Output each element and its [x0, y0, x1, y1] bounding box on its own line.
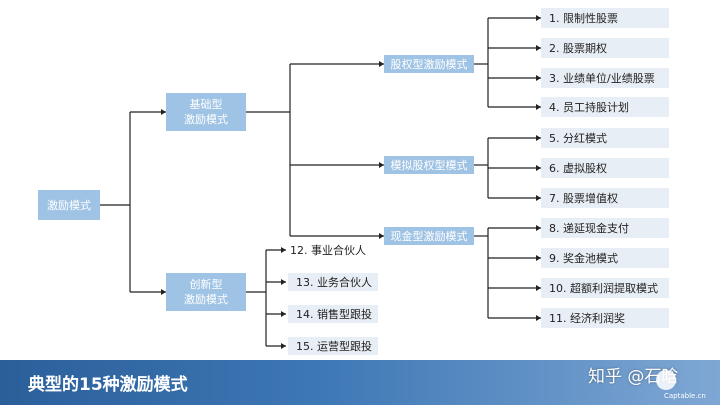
leaf-item: 2. 股票期权 [541, 38, 669, 58]
leaf-item: 12. 事业合伙人 [290, 244, 366, 257]
footer-title: 典型的15种激励模式 [28, 375, 188, 395]
leaf-item: 14. 销售型跟投 [288, 305, 378, 323]
root-label: 激励模式 [47, 198, 91, 212]
leaf-item: 13. 业务合伙人 [288, 273, 378, 291]
leaf-item: 15. 运营型跟投 [288, 337, 378, 355]
leaf-item: 11. 经济利润奖 [541, 308, 669, 328]
leaf-item: 7. 股票增值权 [541, 188, 669, 208]
watermark-text: 知乎 @石晗 [588, 367, 679, 387]
footer-bar: 典型的15种激励模式 [0, 360, 720, 405]
leaf-item: 9. 奖金池模式 [541, 248, 669, 268]
leaf-item: 10. 超额利润提取模式 [541, 278, 669, 298]
leaf-item: 1. 限制性股票 [541, 8, 669, 28]
category-equity: 股权型激励模式 [384, 55, 474, 73]
leaf-item: 8. 递延现金支付 [541, 218, 669, 238]
leaf-item: 3. 业绩单位/业绩股票 [541, 68, 669, 88]
branch-basic: 基础型 激励模式 [166, 93, 246, 131]
root-node: 激励模式 [38, 190, 100, 220]
branch-innovative: 创新型 激励模式 [166, 273, 246, 311]
category-equity-label: 股权型激励模式 [390, 57, 468, 71]
branch-innovative-label: 创新型 激励模式 [184, 278, 228, 306]
branch-basic-label: 基础型 激励模式 [184, 98, 228, 126]
logo-caption: Captable.cn [664, 392, 706, 400]
leaf-item: 4. 员工持股计划 [541, 97, 669, 117]
category-mixed-label: 现金型激励模式 [390, 229, 468, 243]
captable-logo-icon [656, 370, 676, 390]
category-virtual: 模拟股权型模式 [384, 156, 474, 174]
leaf-item: 6. 虚拟股权 [541, 158, 669, 178]
category-mixed: 现金型激励模式 [384, 227, 474, 245]
category-virtual-label: 模拟股权型模式 [390, 158, 468, 172]
leaf-item: 5. 分红模式 [541, 128, 669, 148]
